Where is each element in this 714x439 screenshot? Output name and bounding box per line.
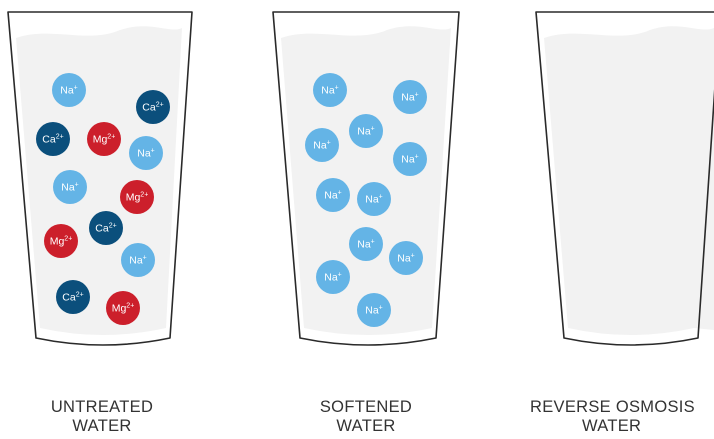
na-ion: Na+ <box>313 73 347 107</box>
na-ion: Na+ <box>393 80 427 114</box>
na-ion: Na+ <box>53 170 87 204</box>
na-ion: Na+ <box>393 142 427 176</box>
caption-softened-line1: SOFTENED <box>296 398 436 417</box>
caption-softened: SOFTENED WATER <box>296 398 436 436</box>
caption-untreated-line2: WATER <box>32 417 172 436</box>
na-ion: Na+ <box>305 128 339 162</box>
na-ion: Na+ <box>357 182 391 216</box>
caption-untreated: UNTREATED WATER <box>32 398 172 436</box>
na-ion: Na+ <box>357 293 391 327</box>
caption-softened-line2: WATER <box>296 417 436 436</box>
na-ion: Na+ <box>349 227 383 261</box>
mg-ion: Mg2+ <box>87 122 121 156</box>
na-ion: Na+ <box>316 178 350 212</box>
ca-ion: Ca2+ <box>56 280 90 314</box>
na-ion: Na+ <box>52 73 86 107</box>
caption-reverse-osmosis: REVERSE OSMOSIS WATER <box>522 398 714 436</box>
na-ion: Na+ <box>349 114 383 148</box>
mg-ion: Mg2+ <box>106 291 140 325</box>
glass-reverse-osmosis <box>536 12 714 345</box>
glass-softened: Na+Na+Na+Na+Na+Na+Na+Na+Na+Na+Na+ <box>273 12 459 345</box>
na-ion: Na+ <box>121 243 155 277</box>
caption-untreated-line1: UNTREATED <box>32 398 172 417</box>
na-ion: Na+ <box>316 260 350 294</box>
glass-untreated: Na+Ca2+Ca2+Mg2+Na+Na+Mg2+Mg2+Ca2+Na+Ca2+… <box>8 12 192 345</box>
ca-ion: Ca2+ <box>89 211 123 245</box>
mg-ion: Mg2+ <box>44 224 78 258</box>
water-fill <box>281 26 451 335</box>
mg-ion: Mg2+ <box>120 180 154 214</box>
caption-reverse-osmosis-line1: REVERSE OSMOSIS <box>522 398 714 417</box>
water-fill <box>16 26 182 335</box>
ca-ion: Ca2+ <box>136 90 170 124</box>
na-ion: Na+ <box>129 136 163 170</box>
water-fill <box>544 26 714 335</box>
ca-ion: Ca2+ <box>36 122 70 156</box>
caption-reverse-osmosis-line2: WATER <box>522 417 714 436</box>
na-ion: Na+ <box>389 241 423 275</box>
